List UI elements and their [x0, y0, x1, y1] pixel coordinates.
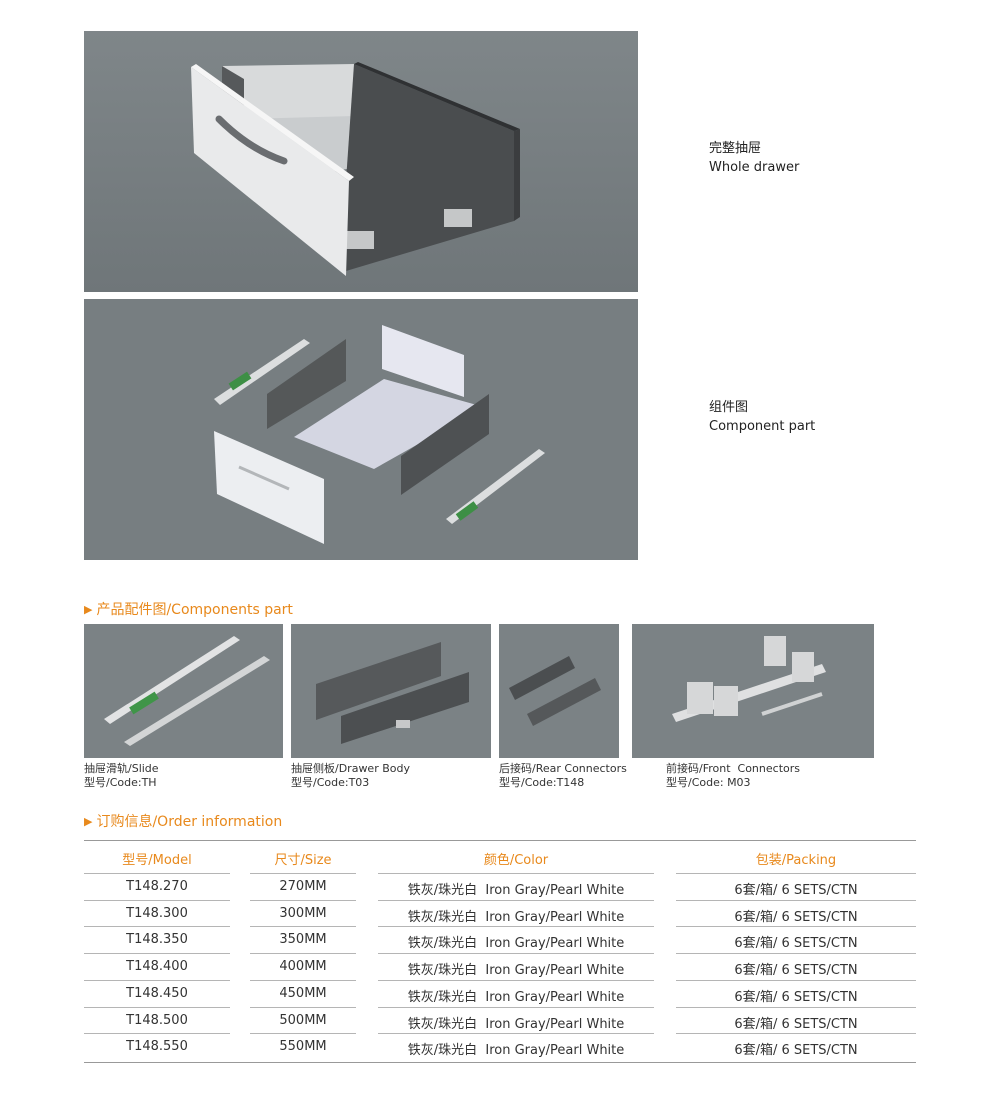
order-section-title: ▶ 订购信息/Order information: [84, 811, 282, 831]
table-cell: 铁灰/珠光白 Iron Gray/Pearl White: [407, 1043, 625, 1059]
component-part-photo: [84, 299, 638, 560]
components-section-title-text: 产品配件图/Components part: [96, 602, 293, 618]
triangle-bullet-icon: ▶: [84, 602, 93, 616]
table-cell: 铁灰/珠光白 Iron Gray/Pearl White: [407, 936, 625, 952]
drawer-body-photo: [291, 624, 491, 758]
table-row-rule: [676, 1033, 916, 1035]
hero-caption-en: Component part: [709, 419, 816, 434]
table-cell: 6套/箱/ 6 SETS/CTN: [734, 883, 858, 898]
table-header-model: 型号/Model: [122, 853, 192, 868]
table-top-rule: [84, 840, 916, 841]
table-cell: 350MM: [279, 932, 327, 948]
table-cell: 6套/箱/ 6 SETS/CTN: [734, 1043, 858, 1059]
component-caption-front-connectors: 前接码/Front Connectors 型号/Code: M03: [666, 762, 800, 789]
table-cell: T148.450: [126, 985, 188, 1001]
table-cell: 铁灰/珠光白 Iron Gray/Pearl White: [407, 989, 625, 1005]
hero-caption-whole-drawer: 完整抽屉 Whole drawer: [709, 139, 799, 177]
table-header-size: 尺寸/Size: [274, 853, 332, 868]
table-row-rule: [378, 1033, 654, 1035]
table-cell: 铁灰/珠光白 Iron Gray/Pearl White: [407, 1016, 625, 1032]
table-bottom-rule: [84, 1062, 916, 1063]
table-cell: 6套/箱/ 6 SETS/CTN: [734, 1016, 858, 1032]
hero-caption-cn: 组件图: [709, 400, 749, 415]
table-cell: T148.350: [126, 932, 188, 948]
table-row-rule: [84, 1006, 230, 1008]
table-row-rule: [250, 873, 356, 874]
table-cell: 铁灰/珠光白 Iron Gray/Pearl White: [407, 909, 625, 925]
hero-caption-cn: 完整抽屉: [709, 141, 762, 156]
table-row-rule: [378, 926, 654, 928]
table-row-rule: [250, 953, 356, 955]
component-caption-drawer-body: 抽屉侧板/Drawer Body 型号/Code:T03: [291, 762, 410, 789]
rear-connectors-photo: [499, 624, 619, 758]
whole-drawer-photo: [84, 31, 638, 292]
table-row-rule: [676, 1006, 916, 1008]
component-caption-rear-connectors: 后接码/Rear Connectors 型号/Code:T148: [499, 762, 627, 789]
table-cell: 400MM: [279, 959, 327, 975]
table-cell: 450MM: [279, 985, 327, 1001]
table-row-rule: [84, 899, 230, 901]
table-cell: T148.300: [126, 905, 188, 921]
table-row-rule: [378, 953, 654, 955]
table-cell: 270MM: [279, 879, 327, 894]
hero-caption-component-part: 组件图 Component part: [709, 398, 815, 436]
table-row-rule: [84, 926, 230, 928]
table-row-rule: [250, 979, 356, 981]
table-cell: 6套/箱/ 6 SETS/CTN: [734, 936, 858, 952]
table-cell: T148.400: [126, 959, 188, 975]
table-row-rule: [676, 899, 916, 901]
table-row-rule: [84, 953, 230, 955]
table-row-rule: [250, 1006, 356, 1008]
table-cell: T148.550: [126, 1039, 188, 1055]
table-cell: 500MM: [279, 1012, 327, 1028]
table-cell: 6套/箱/ 6 SETS/CTN: [734, 989, 858, 1005]
table-row-rule: [676, 953, 916, 955]
triangle-bullet-icon: ▶: [84, 814, 93, 828]
table-row-rule: [250, 1033, 356, 1035]
order-section-title-text: 订购信息/Order information: [96, 814, 283, 830]
table-header-packing: 包装/Packing: [755, 853, 837, 868]
table-row-rule: [84, 979, 230, 981]
component-caption-slide: 抽屉滑轨/Slide 型号/Code:TH: [84, 762, 159, 789]
table-cell: 550MM: [279, 1039, 327, 1055]
table-row-rule: [84, 873, 230, 874]
table-row-rule: [676, 873, 916, 874]
table-row-rule: [250, 899, 356, 901]
table-row-rule: [378, 1006, 654, 1008]
table-row-rule: [378, 899, 654, 901]
table-row-rule: [378, 873, 654, 874]
table-cell: 6套/箱/ 6 SETS/CTN: [734, 909, 858, 925]
hero-caption-en: Whole drawer: [709, 160, 800, 175]
table-row-rule: [84, 1033, 230, 1035]
table-header-color: 颜色/Color: [483, 853, 549, 868]
components-section-title: ▶ 产品配件图/Components part: [84, 599, 293, 619]
table-cell: T148.270: [126, 879, 188, 894]
table-cell: 铁灰/珠光白 Iron Gray/Pearl White: [407, 963, 625, 979]
table-cell: 铁灰/珠光白 Iron Gray/Pearl White: [407, 883, 625, 898]
table-cell: 6套/箱/ 6 SETS/CTN: [734, 963, 858, 979]
table-cell: 300MM: [279, 905, 327, 921]
table-row-rule: [250, 926, 356, 928]
slide-photo: [84, 624, 283, 758]
table-row-rule: [676, 979, 916, 981]
table-cell: T148.500: [126, 1012, 188, 1028]
table-row-rule: [676, 926, 916, 928]
table-row-rule: [378, 979, 654, 981]
front-connectors-photo: [632, 624, 874, 758]
